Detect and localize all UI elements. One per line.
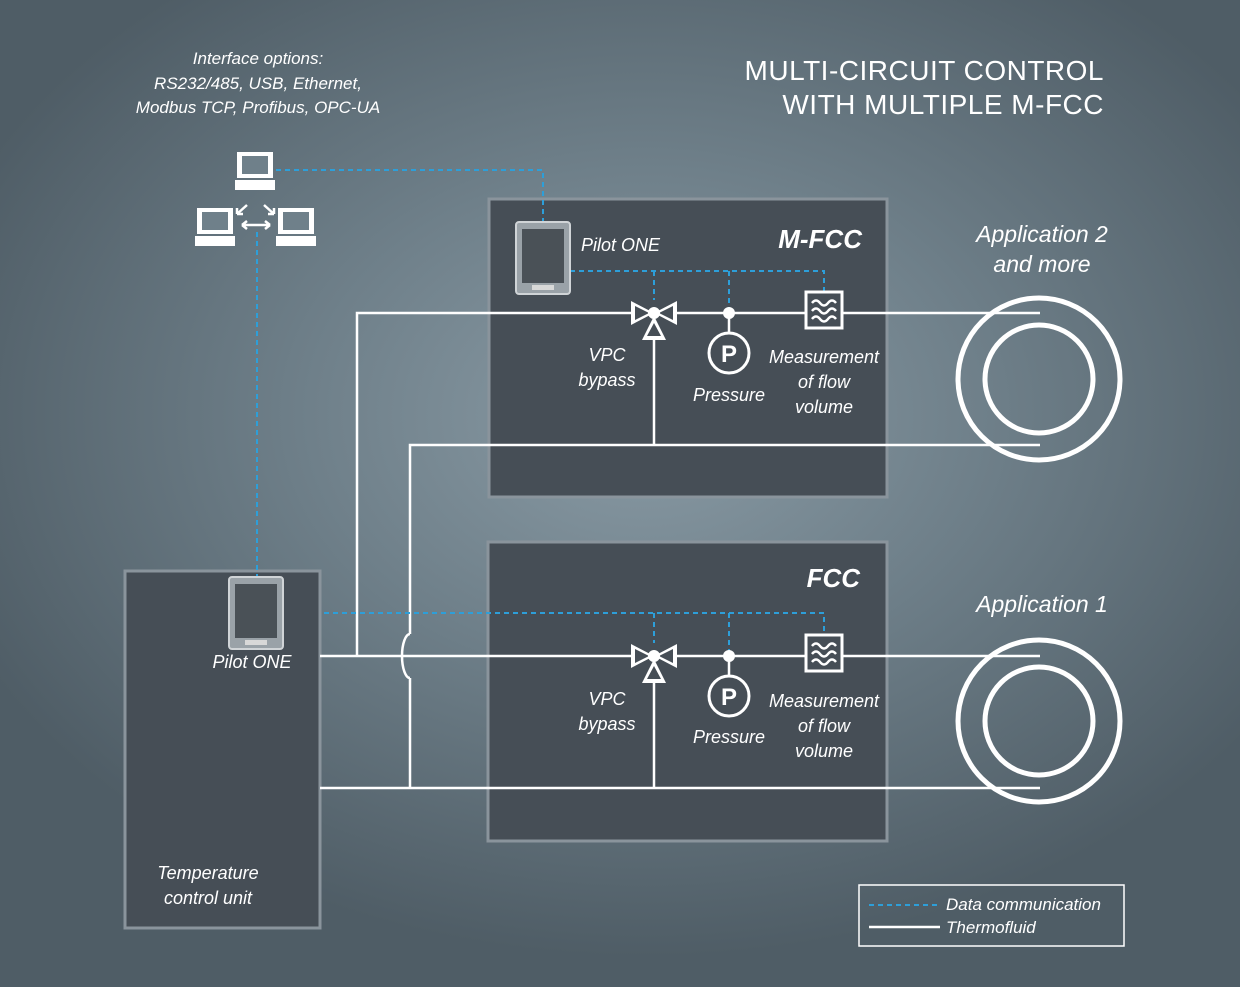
tcu-pilot-one-icon: [228, 576, 284, 650]
application-2-ring: [955, 295, 1123, 463]
tcu-label-2: control unit: [164, 888, 253, 908]
application-2-label-2: and more: [993, 251, 1090, 277]
fcc-box: [486, 540, 889, 843]
mfcc-pressure-label: Pressure: [693, 385, 765, 405]
title-line-1: MULTI-CIRCUIT CONTROL: [745, 55, 1104, 86]
mfcc-flow-label-1: Measurement: [769, 347, 880, 367]
fcc-flow-meter-icon: [804, 633, 844, 673]
mfcc-pilot-label: Pilot ONE: [581, 235, 661, 255]
tcu-label-1: Temperature: [157, 863, 258, 883]
application-2-label-1: Application 2: [974, 221, 1108, 247]
mfcc-pressure-gauge-icon: P: [707, 331, 751, 375]
interface-line-3: Modbus TCP, Profibus, OPC-UA: [136, 98, 380, 117]
mfcc-flow-meter-icon: [804, 290, 844, 330]
legend-data-label: Data communication: [946, 895, 1101, 914]
fcc-heading: FCC: [807, 563, 862, 593]
fcc-flow-label-2: of flow: [798, 716, 851, 736]
network-icon: [195, 152, 316, 246]
fcc-vpc-label-1: VPC: [588, 689, 626, 709]
fcc-pressure-label: Pressure: [693, 727, 765, 747]
interface-line-1: Interface options:: [193, 49, 324, 68]
mfcc-vpc-label-2: bypass: [578, 370, 635, 390]
mfcc-flow-label-2: of flow: [798, 372, 851, 392]
fcc-pressure-gauge-icon: P: [707, 674, 751, 718]
fcc-flow-label-3: volume: [795, 741, 853, 761]
mfcc-pressure-symbol: P: [721, 341, 737, 368]
title-line-2: WITH MULTIPLE M-FCC: [782, 89, 1104, 120]
mfcc-flow-label-3: volume: [795, 397, 853, 417]
temperature-control-unit-box: [123, 569, 322, 930]
application-1-label: Application 1: [974, 591, 1108, 617]
fcc-vpc-label-2: bypass: [578, 714, 635, 734]
mfcc-heading: M-FCC: [778, 224, 863, 254]
fcc-flow-label-1: Measurement: [769, 691, 880, 711]
fcc-pressure-symbol: P: [721, 684, 737, 711]
data-lines: [256, 169, 825, 654]
application-1-ring: [955, 637, 1123, 805]
legend-fluid-label: Thermofluid: [946, 918, 1036, 937]
mfcc-pilot-one-icon: [515, 221, 571, 295]
legend: Data communication Thermofluid: [858, 884, 1125, 947]
interface-line-2: RS232/485, USB, Ethernet,: [154, 74, 362, 93]
mfcc-vpc-label-1: VPC: [588, 345, 626, 365]
tcu-pilot-label: Pilot ONE: [212, 652, 292, 672]
